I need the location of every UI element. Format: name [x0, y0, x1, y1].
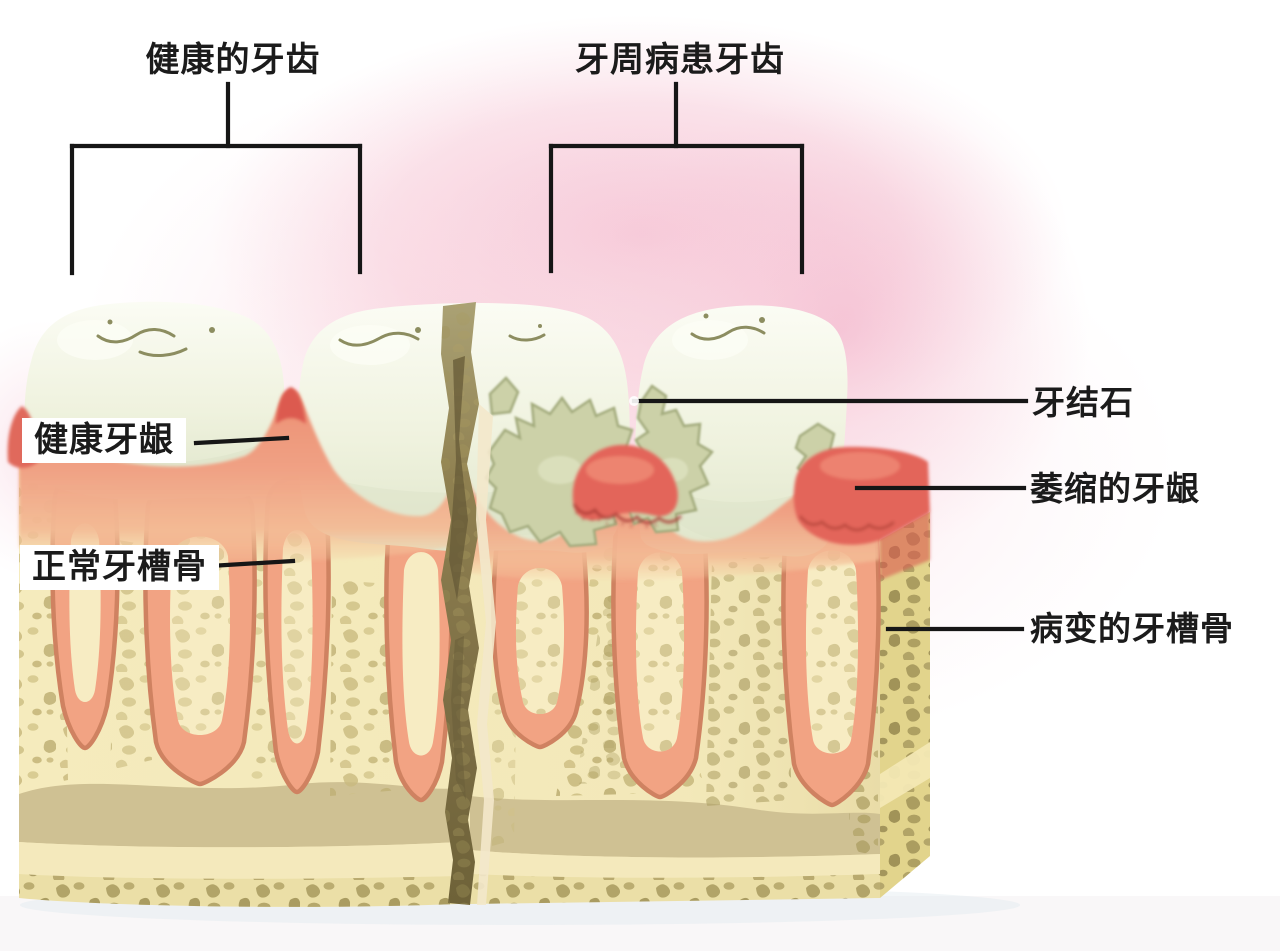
- leader-healthy-gum: [193, 435, 290, 446]
- jaw-cross-section: [7, 301, 930, 907]
- bone-side-face: [880, 512, 930, 898]
- fissure-lines: [96, 319, 215, 358]
- leader-normal-bone: [207, 558, 296, 569]
- label-calculus: 牙结石: [1032, 384, 1134, 421]
- label-receding-gum: 萎缩的牙龈: [1030, 470, 1200, 507]
- inflamed-papilla: [572, 444, 683, 529]
- fissure-lines: [690, 313, 766, 341]
- root-7: [781, 501, 881, 808]
- label-healthy-teeth: 健康的牙齿: [145, 41, 321, 79]
- crack: [441, 302, 496, 905]
- root-5: [491, 527, 589, 750]
- root-4: [384, 499, 454, 803]
- receded-corner-gum: [793, 446, 930, 580]
- bracket-perio-teeth: [548, 81, 805, 275]
- fissure-lines: [338, 324, 546, 347]
- label-perio-teeth: 牙周病患牙齿: [575, 41, 785, 79]
- healthy-papilla-tip: [276, 387, 306, 424]
- diseased-gum-shape: [462, 462, 880, 581]
- leader-calculus-tip: [629, 396, 639, 406]
- label-diseased-bone: 病变的牙槽骨: [1030, 610, 1234, 647]
- bone-bottom-bands: [19, 782, 880, 907]
- label-healthy-gum: 健康牙龈: [22, 418, 186, 463]
- bracket-healthy-teeth: [69, 81, 363, 276]
- annotations: [69, 81, 1029, 632]
- label-normal-bone: 正常牙槽骨: [20, 545, 219, 590]
- healthy-gum-shape: [19, 389, 459, 562]
